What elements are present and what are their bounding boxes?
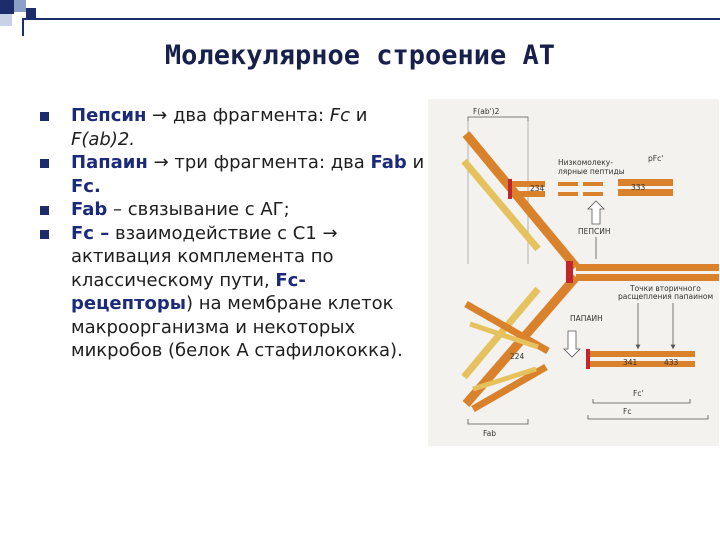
label-pfc: pFc'	[648, 154, 663, 163]
bullet-marker	[40, 206, 49, 215]
title-rule	[22, 18, 720, 20]
label-fc-prime: Fc'	[633, 389, 644, 398]
bullet-text: Пепсин	[71, 105, 147, 126]
label-secondary-1: Точки вторичного	[629, 284, 701, 293]
bullet-text: ) на мембране клеток макроорганизма и не…	[71, 293, 403, 361]
label-234: 234	[530, 184, 545, 193]
deco-square	[0, 0, 14, 14]
bullet-text: – связывание с АГ;	[107, 199, 290, 220]
label-low-mol-2: лярные пептиды	[558, 167, 625, 176]
label-fab2: F(ab')2	[473, 107, 500, 116]
bullet-item: Fc – взаимодействие с С1 → активация ком…	[40, 222, 425, 363]
bullet-item: Папаин → три фрагмента: два Fab и Fc.	[40, 151, 425, 198]
label-secondary-2: расщепления папаином	[618, 292, 713, 301]
deco-square	[26, 8, 36, 18]
title-rule-vertical	[22, 18, 24, 36]
bullet-text: и	[350, 105, 368, 126]
bullet-text: Папаин	[71, 152, 148, 173]
slide-title: Молекулярное строение АТ	[164, 40, 556, 71]
bullet-marker	[40, 159, 49, 168]
label-433: 433	[664, 358, 679, 367]
bullet-list: Пепсин → два фрагмента: Fc и F(ab)2.Папа…	[40, 104, 425, 363]
label-333: 333	[631, 183, 646, 192]
antibody-bottom	[464, 300, 695, 413]
bullet-marker	[40, 112, 49, 121]
label-341: 341	[623, 358, 638, 367]
bullet-text: Fab	[370, 152, 407, 173]
bullet-text: Fc	[329, 105, 351, 126]
label-pepsin: ПЕПСИН	[578, 227, 611, 236]
bullet-text: Fc –	[71, 222, 110, 244]
antibody-diagram-svg: F(ab')2 Низкомолеку- лярные пептиды pFc'…	[461, 107, 719, 438]
bullet-text: взаимодействие с С1 → активация комплеме…	[71, 222, 338, 291]
label-papain: ПАПАИН	[570, 314, 603, 323]
bullet-text: → два фрагмента:	[146, 105, 330, 126]
bullet-item: Fab – связывание с АГ;	[40, 198, 425, 222]
label-fab: Fab	[483, 429, 496, 438]
bullet-text: и	[406, 152, 425, 173]
bullet-text: Fc-рецепторы	[71, 269, 306, 315]
bullet-text: Fab	[71, 199, 108, 220]
antibody-diagram: F(ab')2 Низкомолеку- лярные пептиды pFc'…	[428, 99, 719, 446]
label-fc: Fc	[623, 407, 631, 416]
bullet-text: → три фрагмента: два	[147, 152, 371, 173]
bullet-text: Fc.	[71, 175, 101, 197]
bullet-item: Пепсин → два фрагмента: Fc и F(ab)2.	[40, 104, 425, 151]
deco-square	[0, 14, 12, 26]
deco-square	[14, 0, 26, 12]
bullet-text: F(ab)2.	[71, 128, 136, 150]
label-224: 224	[510, 352, 525, 361]
bullet-marker	[40, 229, 49, 239]
label-low-mol-1: Низкомолеку-	[558, 158, 613, 167]
